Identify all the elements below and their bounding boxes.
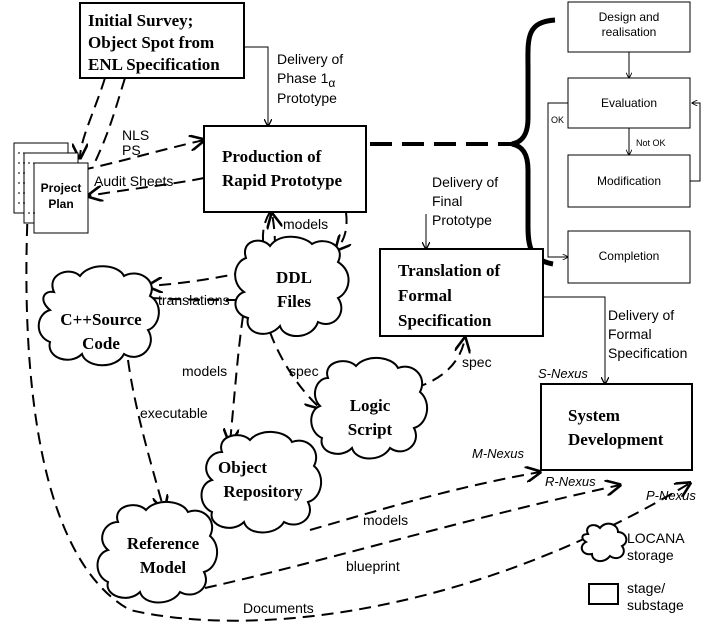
translation-line-1: Translation of [398, 261, 501, 280]
logic-line-2: Script [347, 420, 393, 439]
alpha-subscript: α [328, 76, 336, 90]
delivery-formal-line-1: Delivery of [608, 307, 675, 323]
executable-label: executable [140, 405, 208, 421]
system-dev-line-2: Development [568, 430, 664, 449]
system-dev-line-1: System [568, 406, 620, 425]
project-plan-stack [13, 142, 89, 234]
logic-line-1: Logic [349, 396, 391, 415]
solid-connectors [244, 46, 605, 384]
legend-storage-icon [580, 522, 628, 562]
documents-label: Documents [243, 600, 314, 616]
production-line-2: Rapid Prototype [222, 171, 343, 190]
project-plan-line-2: Plan [48, 197, 74, 211]
legend-stage-line-1: stage/ [627, 580, 666, 596]
evaluation-box [567, 77, 691, 129]
modification-label: Modification [596, 174, 662, 188]
models-top-label: models [283, 216, 329, 232]
cpp-line-1: C++Source [60, 310, 142, 329]
models-bottom-label: models [363, 512, 409, 528]
translations-label: translations [158, 292, 230, 308]
delivery-formal-line-2: Formal [608, 326, 652, 342]
audit-label: Audit Sheets [94, 173, 174, 189]
cpp-line-2: Code [82, 334, 120, 353]
blueprint-label: blueprint [346, 558, 400, 574]
delivery-phase-line-2: Phase 1 [277, 70, 329, 86]
project-plan-line-1: Project [40, 181, 82, 195]
p-nexus-label: P-Nexus [646, 488, 696, 503]
legend-storage-line-2: storage [627, 547, 674, 563]
delivery-phase-line-1: Delivery of [277, 51, 344, 67]
spec-right-label: spec [462, 354, 492, 370]
evaluation-label: Evaluation [600, 96, 658, 110]
production-line-1: Production of [222, 147, 322, 166]
cpp-cloud [37, 265, 160, 367]
initial-survey-line-2: Object Spot from [88, 33, 215, 52]
ddl-line-1: DDL [276, 268, 312, 287]
ps-label: PS [122, 142, 141, 158]
design-box [567, 1, 691, 53]
production-box [203, 125, 367, 213]
reference-line-1: Reference [126, 534, 200, 553]
initial-survey-box [79, 2, 245, 79]
system-development-box [540, 383, 693, 471]
legend-stage-icon [588, 583, 619, 605]
m-nexus-label: M-Nexus [472, 446, 525, 461]
ok-label: OK [551, 115, 565, 125]
object-repo-cloud [200, 431, 323, 534]
initial-survey-line-3: ENL Specification [88, 55, 220, 74]
translation-box [379, 248, 544, 337]
models-left-label: models [182, 363, 228, 379]
ddl-line-2: Files [277, 292, 311, 311]
legend-stage-line-2: substage [627, 597, 684, 613]
side-flow [547, 1, 701, 284]
grouping-brace [511, 17, 556, 267]
object-repo-line-2: Repository [223, 482, 303, 501]
delivery-final-line-3: Prototype [432, 212, 492, 228]
not-ok-label: Not OK [636, 138, 666, 148]
r-nexus-label: R-Nexus [545, 474, 596, 489]
delivery-phase-line-3: Prototype [277, 90, 337, 106]
delivery-final-line-1: Delivery of [432, 174, 499, 190]
legend-storage-line-1: LOCANA [627, 530, 685, 546]
s-nexus-label: S-Nexus [538, 366, 588, 381]
modification-box [567, 154, 691, 208]
translation-line-3: Specification [398, 311, 492, 330]
design-line-2: realisation [601, 25, 657, 39]
spec-left-label: spec [289, 363, 319, 379]
translation-line-2: Formal [398, 286, 452, 305]
reference-line-2: Model [139, 558, 187, 577]
object-repo-line-1: Object [218, 458, 268, 477]
completion-box [567, 230, 691, 284]
nls-label: NLS [122, 127, 150, 143]
delivery-final-line-2: Final [432, 193, 463, 209]
reference-cloud [96, 501, 219, 604]
initial-survey-line-1: Initial Survey; [88, 11, 194, 30]
completion-label: Completion [598, 249, 660, 263]
ddl-cloud [234, 235, 350, 337]
design-line-1: Design and [598, 10, 660, 24]
logic-cloud [310, 357, 429, 460]
delivery-formal-line-3: Specification [608, 345, 688, 361]
